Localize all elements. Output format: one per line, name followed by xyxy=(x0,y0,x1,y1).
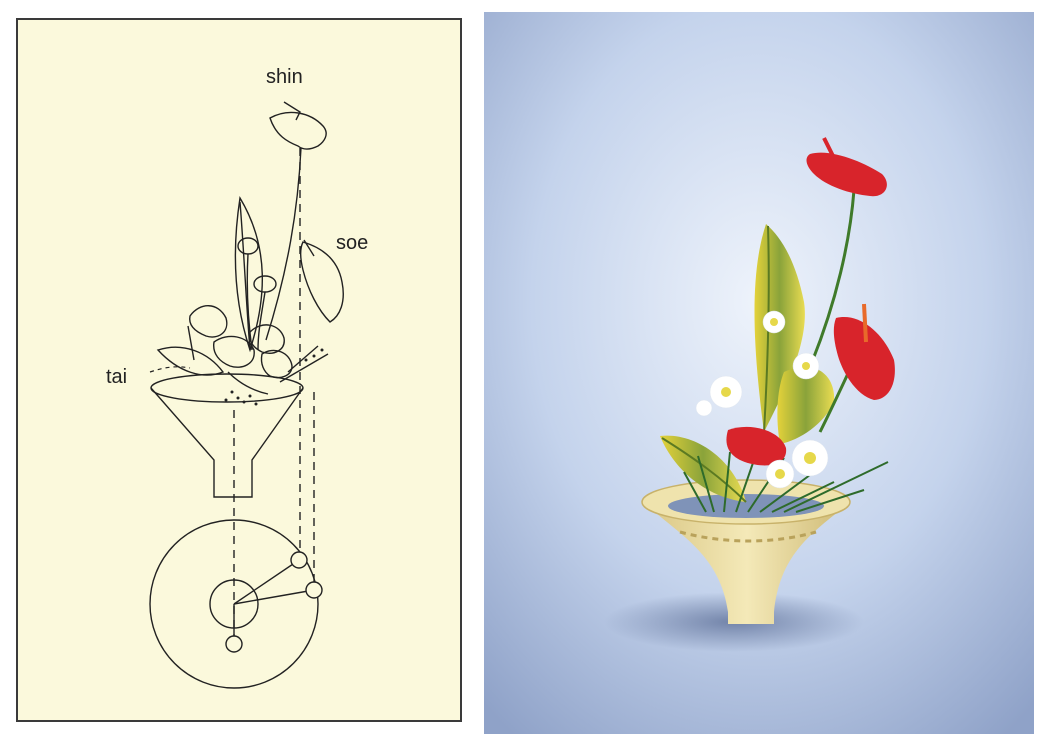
bud-2 xyxy=(254,276,276,292)
vase-outline xyxy=(151,388,303,497)
label-tai: tai xyxy=(106,366,127,389)
arrangement-diagram xyxy=(18,20,464,724)
plan-view xyxy=(150,520,322,688)
shin-flower xyxy=(270,112,326,149)
shin-stem xyxy=(266,148,301,340)
photo-illustration xyxy=(484,12,1034,734)
tai-leaf xyxy=(158,347,223,375)
label-shin: shin xyxy=(266,66,303,89)
vase-rim xyxy=(151,374,303,402)
arrangement-photo xyxy=(484,12,1034,734)
diagram-panel: shin soe tai xyxy=(16,18,462,722)
label-soe: soe xyxy=(336,232,368,255)
bud-1 xyxy=(238,238,258,254)
